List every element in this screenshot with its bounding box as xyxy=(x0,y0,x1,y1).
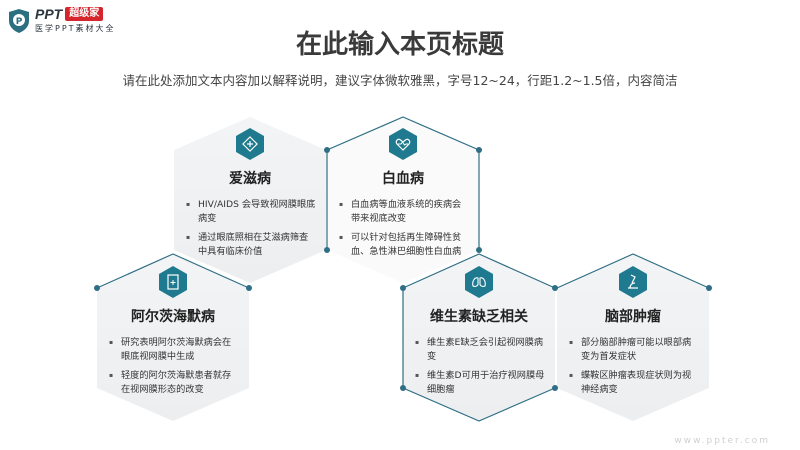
bullet: 部分脑部肿瘤可能以眼部病变为首发症状 xyxy=(569,336,699,364)
card-title: 爱滋病 xyxy=(229,171,271,187)
hexagon-outline xyxy=(402,253,556,289)
bullet-list: 研究表明阿尔茨海默病会在眼底视网膜中生成轻度的阿尔茨海默患者就存在视网膜形态的改… xyxy=(109,336,239,397)
lungs-icon xyxy=(465,266,493,298)
bullet: 可以针对包括再生障碍性贫血、急性淋巴细胞性白血病 xyxy=(339,231,469,259)
bullet: 研究表明阿尔茨海默病会在眼底视网膜中生成 xyxy=(109,336,239,364)
medical-cross-icon xyxy=(236,128,264,160)
bullet: 蝶鞍区肿瘤表现症状则为视神经病变 xyxy=(569,369,699,397)
logo-tagline: 医学PPT素材大全 xyxy=(35,24,116,33)
page-title: 在此输入本页标题 xyxy=(295,30,504,60)
logo-badge: 超级家 xyxy=(65,7,104,21)
card-aids: 爱滋病 HIV/AIDS 会导致视网膜眼底病变通过眼底照相在艾滋病筛查中具有临床… xyxy=(174,128,326,264)
logo-brand: PPT xyxy=(35,6,63,22)
watermark: www.ppter.com xyxy=(674,436,770,446)
card-title: 维生素缺乏相关 xyxy=(430,309,528,325)
card-title: 白血病 xyxy=(382,171,424,187)
card-brain-tumor: 脑部肿瘤 部分脑部肿瘤可能以眼部病变为首发症状蝶鞍区肿瘤表现症状则为视神经病变 xyxy=(557,266,709,402)
bullet-list: 白血病等血液系统的疾病会带来视底改变可以针对包括再生障碍性贫血、急性淋巴细胞性白… xyxy=(339,198,469,259)
shield-logo-icon: P xyxy=(9,8,29,33)
hexagon-outline xyxy=(402,288,556,422)
bullet-list: 维生素E缺乏会引起视网膜病变维生素D可用于治疗视网膜母细胞瘤 xyxy=(415,336,545,397)
vertex-dots xyxy=(94,147,712,391)
svg-text:P: P xyxy=(16,17,23,27)
bullet: HIV/AIDS 会导致视网膜眼底病变 xyxy=(186,198,316,226)
bullet: 维生素E缺乏会引起视网膜病变 xyxy=(415,336,545,364)
card-title: 脑部肿瘤 xyxy=(605,309,661,325)
card-title: 阿尔茨海默病 xyxy=(131,309,215,325)
card-leukemia: 白血病 白血病等血液系统的疾病会带来视底改变可以针对包括再生障碍性贫血、急性淋巴… xyxy=(327,128,479,264)
bullet: 通过眼底照相在艾滋病筛查中具有临床价值 xyxy=(186,231,316,259)
bullet-list: HIV/AIDS 会导致视网膜眼底病变通过眼底照相在艾滋病筛查中具有临床价值 xyxy=(186,198,316,259)
card-alzheimer: 阿尔茨海默病 研究表明阿尔茨海默病会在眼底视网膜中生成轻度的阿尔茨海默患者就存在… xyxy=(97,266,249,402)
hexagon-outline xyxy=(326,116,480,250)
hexagon-outline xyxy=(556,253,710,289)
bullet: 轻度的阿尔茨海默患者就存在视网膜形态的改变 xyxy=(109,369,239,397)
microscope-icon xyxy=(619,266,647,298)
heart-pulse-icon xyxy=(389,128,417,160)
bullet: 维生素D可用于治疗视网膜母细胞瘤 xyxy=(415,369,545,397)
bullet: 白血病等血液系统的疾病会带来视底改变 xyxy=(339,198,469,226)
page-subtitle: 请在此处添加文本内容加以解释说明，建议字体微软雅黑，字号12~24，行距1.2~… xyxy=(122,73,678,88)
card-vitamin: 维生素缺乏相关 维生素E缺乏会引起视网膜病变维生素D可用于治疗视网膜母细胞瘤 xyxy=(403,266,555,402)
bullet-list: 部分脑部肿瘤可能以眼部病变为首发症状蝶鞍区肿瘤表现症状则为视神经病变 xyxy=(569,336,699,397)
hexagon-outline xyxy=(96,253,250,289)
medical-report-icon xyxy=(159,266,187,298)
